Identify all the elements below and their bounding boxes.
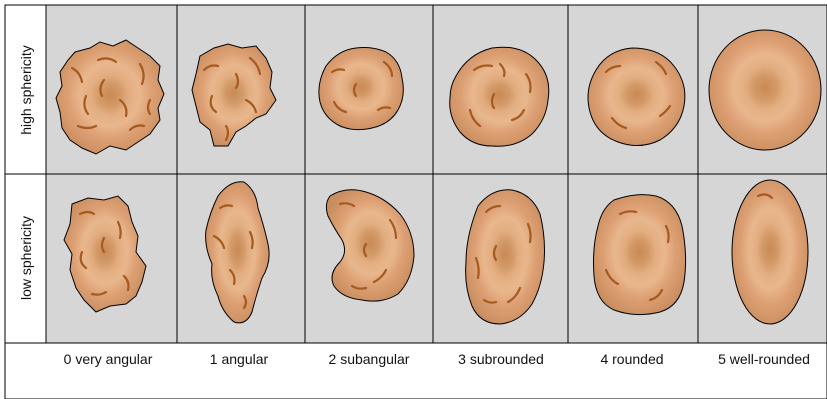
grain-low-rounded xyxy=(594,195,686,315)
column-label-angular: 1 angular xyxy=(210,351,269,367)
grain-high-rounded xyxy=(588,48,685,146)
row-label-low-sphericity: low sphericity xyxy=(18,216,34,300)
grain-high-well-rounded xyxy=(709,30,821,150)
column-label-subrounded: 3 subrounded xyxy=(458,351,544,367)
column-label-rounded: 4 rounded xyxy=(600,351,663,367)
column-label-well-rounded: 5 well-rounded xyxy=(718,351,810,367)
row-label-high-sphericity: high sphericity xyxy=(18,45,34,135)
grain-low-well-rounded xyxy=(732,180,808,324)
column-label-subangular: 2 subangular xyxy=(329,351,410,367)
column-label-very-angular: 0 very angular xyxy=(64,351,153,367)
grain-high-subangular xyxy=(319,48,403,130)
